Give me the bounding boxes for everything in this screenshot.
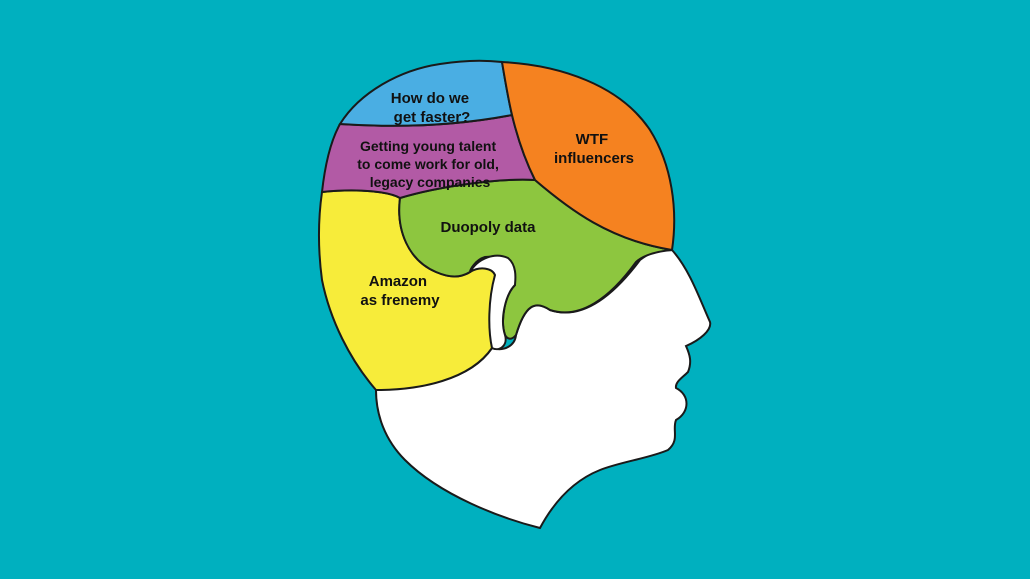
region-influencers: [500, 60, 676, 252]
label-amazon-line-2: as frenemy: [360, 292, 440, 309]
label-influencers-line-2: influencers: [554, 150, 634, 167]
label-speed: How do we get faster?: [391, 90, 474, 126]
label-talent-line-3: legacy companies: [370, 174, 491, 190]
label-duopoly-line-1: Duopoly data: [440, 219, 536, 236]
ear: [467, 254, 517, 351]
label-influencers-line-1: WTF: [576, 131, 608, 148]
label-speed-line-2: get faster?: [394, 109, 471, 126]
label-speed-line-1: How do we: [391, 90, 469, 107]
label-amazon-line-1: Amazon: [369, 273, 427, 290]
label-talent-line-2: to come work for old,: [357, 156, 499, 172]
label-duopoly: Duopoly data: [440, 219, 536, 236]
label-talent: Getting young talent to come work for ol…: [357, 138, 502, 190]
label-amazon: Amazon as frenemy: [360, 273, 440, 309]
label-talent-line-1: Getting young talent: [360, 138, 496, 154]
label-influencers: WTF influencers: [554, 131, 634, 167]
